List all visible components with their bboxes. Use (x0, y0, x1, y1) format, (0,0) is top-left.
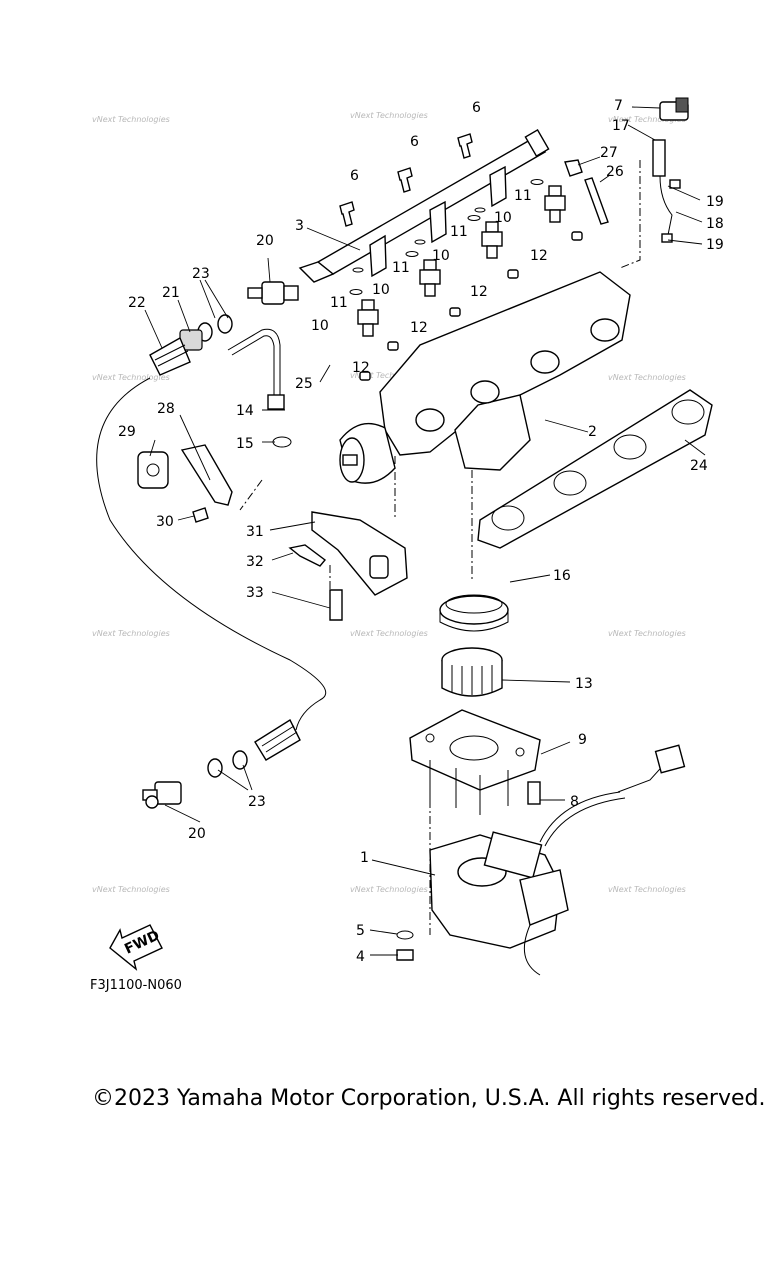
watermark: vNext Technologies (92, 885, 170, 894)
callout-12: 12 (530, 248, 548, 264)
callout-5: 5 (356, 923, 365, 939)
callout-26: 26 (606, 164, 624, 180)
injector-seals (359, 231, 583, 381)
copyright-text: ©2023 Yamaha Motor Corporation, U.S.A. A… (92, 1086, 766, 1111)
callout-32: 32 (246, 554, 264, 570)
callout-33: 33 (246, 585, 264, 601)
leader-lines (144, 106, 706, 956)
callout-7: 7 (614, 98, 623, 114)
callout-6: 6 (410, 134, 419, 150)
callout-2: 2 (588, 424, 597, 440)
callout-24: 24 (690, 458, 708, 474)
callout-30: 30 (156, 514, 174, 530)
callout-19: 19 (706, 194, 724, 210)
fuel-injectors (357, 185, 566, 337)
throttle-plate (409, 709, 541, 815)
callout-9: 9 (578, 732, 587, 748)
sensor-pipe (227, 328, 292, 448)
watermark: vNext Technologies (92, 629, 170, 638)
bracket-assembly (137, 444, 233, 523)
harness-connector (617, 744, 686, 793)
callout-numbers: 1 2 3 4 5 6 6 6 7 8 9 10 10 10 10 11 11 … (118, 98, 724, 965)
callout-16: 16 (553, 568, 571, 584)
pressure-sensor-assembly (619, 97, 689, 269)
watermark: vNext Technologies (608, 885, 686, 894)
lower-bracket-assembly (288, 511, 408, 621)
o-rings (349, 179, 544, 295)
callout-10: 10 (494, 210, 512, 226)
callout-10: 10 (311, 318, 329, 334)
top-sensor-parts (149, 281, 299, 376)
alignment-lines (239, 456, 473, 935)
watermarks: vNext Technologies vNext Technologies vN… (92, 111, 686, 894)
filter-element (441, 647, 503, 697)
watermark: vNext Technologies (608, 629, 686, 638)
callout-20: 20 (188, 826, 206, 842)
callout-20: 20 (256, 233, 274, 249)
cable-line (96, 377, 327, 731)
callout-12: 12 (352, 360, 370, 376)
fwd-arrow: FWD (109, 924, 163, 971)
callout-6: 6 (472, 100, 481, 116)
callout-11: 11 (330, 295, 348, 311)
callout-14: 14 (236, 403, 254, 419)
watermark: vNext Technologies (350, 629, 428, 638)
callout-1: 1 (360, 850, 369, 866)
rail-bolts (339, 133, 473, 227)
watermark: vNext Technologies (608, 373, 686, 382)
watermark: vNext Technologies (350, 885, 428, 894)
callout-31: 31 (246, 524, 264, 540)
callout-19: 19 (706, 237, 724, 253)
callout-11: 11 (450, 224, 468, 240)
callout-13: 13 (575, 676, 593, 692)
callout-10: 10 (372, 282, 390, 298)
fuel-rail (298, 129, 550, 283)
watermark: vNext Technologies (350, 111, 428, 120)
watermark: vNext Technologies (350, 371, 428, 380)
callout-28: 28 (157, 401, 175, 417)
throttle-body (429, 791, 626, 976)
intake-manifold (339, 271, 631, 484)
callout-4: 4 (356, 949, 365, 965)
watermark: vNext Technologies (608, 115, 686, 124)
callout-25: 25 (295, 376, 313, 392)
nut-washer (396, 930, 414, 961)
callout-11: 11 (514, 188, 532, 204)
bottom-sensor-parts (142, 718, 301, 809)
callout-15: 15 (236, 436, 254, 452)
parts-diagram: vNext Technologies vNext Technologies vN… (92, 97, 724, 976)
watermark: vNext Technologies (92, 373, 170, 382)
callout-17: 17 (612, 118, 630, 134)
callout-23: 23 (192, 266, 210, 282)
callout-29: 29 (118, 424, 136, 440)
callout-12: 12 (410, 320, 428, 336)
callout-23: 23 (248, 794, 266, 810)
callout-11: 11 (392, 260, 410, 276)
watermark: vNext Technologies (92, 115, 170, 124)
callout-22: 22 (128, 295, 146, 311)
diagram-code: F3J1100-N060 (90, 978, 182, 993)
callout-6: 6 (350, 168, 359, 184)
callout-10: 10 (432, 248, 450, 264)
callout-8: 8 (570, 794, 579, 810)
callout-21: 21 (162, 285, 180, 301)
manifold-gasket (477, 389, 713, 549)
callout-27: 27 (600, 145, 618, 161)
throttle-seal (439, 594, 509, 632)
callout-3: 3 (295, 218, 304, 234)
callout-12: 12 (470, 284, 488, 300)
callout-18: 18 (706, 216, 724, 232)
stud-and-nut (564, 159, 609, 225)
